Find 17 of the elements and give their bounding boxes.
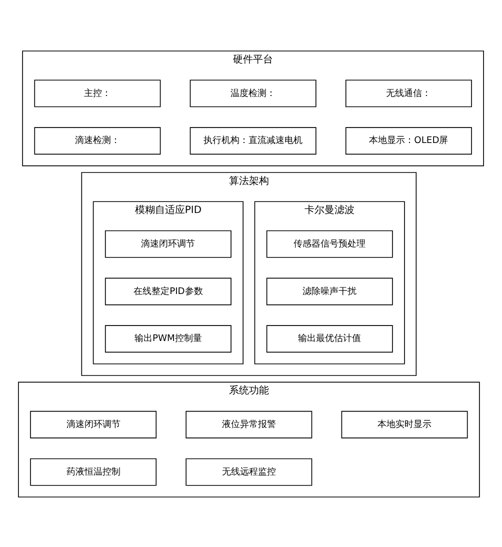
node-box: 温度检测：	[190, 79, 316, 107]
node-box: 本地实时显示	[341, 410, 468, 438]
node-box: 主控：	[34, 79, 161, 107]
node-box: 滴速闭环调节	[30, 410, 157, 438]
node-box: 执行机构：直流减速电机	[190, 126, 316, 154]
node-box: 滴速检测：	[34, 126, 161, 154]
node-box: 输出最优估计值	[266, 324, 393, 352]
node-box: 滤除噪声干扰	[266, 277, 393, 305]
node-box: 本地显示：OLED屏	[345, 126, 472, 154]
node-box: 滴速闭环调节	[104, 230, 232, 258]
node-box: 无线通信：	[345, 79, 472, 107]
node-box: 液位异常报警	[186, 410, 312, 438]
node-box: 在线整定PID参数	[104, 277, 232, 305]
node-box: 无线远程监控	[186, 458, 312, 486]
node-box: 药液恒温控制	[30, 458, 157, 486]
node-box: 传感器信号预处理	[266, 230, 393, 258]
node-box: 输出PWM控制量	[104, 324, 232, 352]
